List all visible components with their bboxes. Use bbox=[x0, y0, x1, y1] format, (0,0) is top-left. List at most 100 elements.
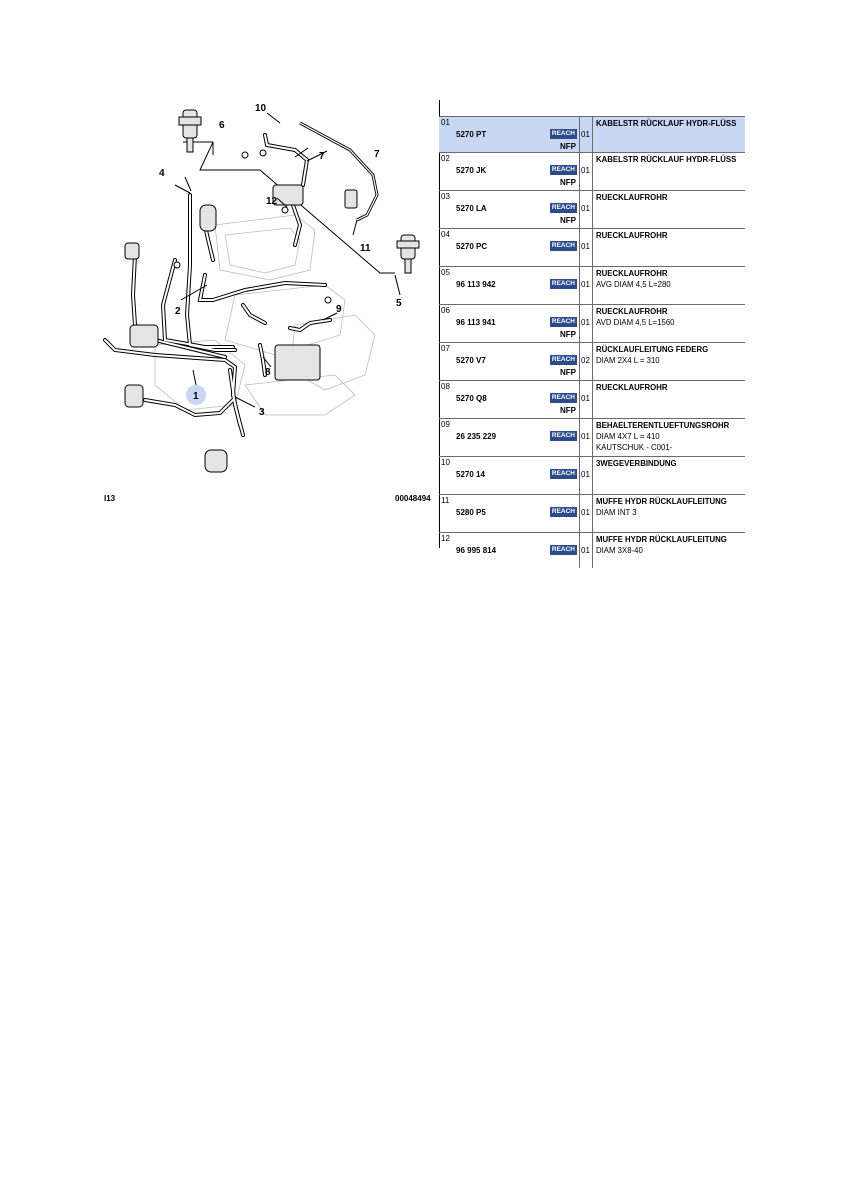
reach-badge: REACH bbox=[549, 355, 577, 365]
part-description: DIAM 2X4 L = 310 bbox=[596, 356, 660, 365]
part-title: RÜCKLAUFLEITUNG FEDERG bbox=[596, 345, 709, 354]
callout-7a: 7 bbox=[374, 149, 380, 160]
callout-12: 12 bbox=[266, 196, 278, 207]
position-cell: 09 bbox=[439, 418, 455, 457]
description-cell: KABELSTR RÜCKLAUF HYDR-FLÜSS bbox=[592, 116, 745, 153]
part-title: RUECKLAUFROHR bbox=[596, 193, 668, 202]
nfp-label: NFP bbox=[560, 216, 576, 225]
reference-cell: 26 235 229 REACH bbox=[455, 418, 580, 457]
reference-cell: 5270 14 REACH bbox=[455, 456, 580, 495]
part-description: DIAM 4X7 L = 410 bbox=[596, 432, 660, 441]
part-reference[interactable]: 96 995 814 bbox=[456, 546, 497, 555]
position-number: 06 bbox=[441, 306, 450, 315]
quantity-cell: 01 bbox=[579, 228, 593, 267]
reach-badge: REACH bbox=[549, 431, 577, 441]
callout-6: 6 bbox=[219, 120, 225, 131]
part-title: RUECKLAUFROHR bbox=[596, 269, 668, 278]
part-title: 3WEGEVERBINDUNG bbox=[596, 459, 677, 468]
quantity: 01 bbox=[581, 280, 590, 289]
quantity: 01 bbox=[581, 546, 590, 555]
nfp-label: NFP bbox=[560, 406, 576, 415]
part-title: RUECKLAUFROHR bbox=[596, 231, 668, 240]
reach-badge: REACH bbox=[549, 393, 577, 403]
part-description: DIAM INT 3 bbox=[596, 508, 637, 517]
table-row[interactable]: 05 96 113 942 REACH 01 RUECKLAUFROHR AVG DIAM… bbox=[439, 266, 745, 305]
part-title: RUECKLAUFROHR bbox=[596, 383, 668, 392]
reference-cell: 5270 Q8 REACH NFP bbox=[455, 380, 580, 419]
part-reference[interactable]: 26 235 229 bbox=[456, 432, 497, 441]
part-description: KAUTSCHUK - C001- bbox=[596, 443, 673, 452]
description-cell: RUECKLAUFROHR bbox=[592, 380, 745, 419]
reach-badge: REACH bbox=[549, 203, 577, 213]
part-title: KABELSTR RÜCKLAUF HYDR-FLÜSS bbox=[596, 119, 737, 128]
position-cell: 12 bbox=[439, 532, 455, 568]
callout-2: 2 bbox=[175, 306, 181, 317]
part-reference[interactable]: 5270 PT bbox=[456, 130, 487, 139]
part-reference[interactable]: 5270 LA bbox=[456, 204, 487, 213]
part-reference[interactable]: 5270 14 bbox=[456, 470, 485, 479]
quantity-cell: 01 bbox=[579, 304, 593, 343]
part-description: DIAM 3X8-40 bbox=[596, 546, 643, 555]
quantity-cell: 01 bbox=[579, 494, 593, 533]
part-description: AVD DIAM 4,5 L=1560 bbox=[596, 318, 675, 327]
part-description: AVG DIAM 4,5 L=280 bbox=[596, 280, 671, 289]
part-reference[interactable]: 5270 JK bbox=[456, 166, 487, 175]
callout-3: 3 bbox=[259, 407, 265, 418]
injector-icons bbox=[124, 109, 420, 473]
diagram-reference-number: 00048494 bbox=[395, 494, 431, 503]
callout-8: 8 bbox=[265, 367, 271, 378]
parts-diagram: 10 6 7 7 4 12 11 5 2 9 8 1 3 bbox=[103, 103, 420, 473]
position-number: 03 bbox=[441, 192, 450, 201]
position-cell: 04 bbox=[439, 228, 455, 267]
callout-9: 9 bbox=[336, 304, 342, 315]
part-reference[interactable]: 5270 PC bbox=[456, 242, 488, 251]
reach-badge: REACH bbox=[549, 165, 577, 175]
position-number: 05 bbox=[441, 268, 450, 277]
part-reference[interactable]: 5280 P5 bbox=[456, 508, 486, 517]
description-cell: 3WEGEVERBINDUNG bbox=[592, 456, 745, 495]
quantity: 01 bbox=[581, 130, 590, 139]
quantity-cell: 01 bbox=[579, 190, 593, 229]
position-number: 04 bbox=[441, 230, 450, 239]
reference-cell: 5270 LA REACH NFP bbox=[455, 190, 580, 229]
description-cell: RÜCKLAUFLEITUNG FEDERG DIAM 2X4 L = 310 bbox=[592, 342, 745, 381]
part-reference[interactable]: 96 113 941 bbox=[456, 318, 496, 327]
quantity: 01 bbox=[581, 470, 590, 479]
quantity-cell: 01 bbox=[579, 116, 593, 153]
nfp-label: NFP bbox=[560, 330, 576, 339]
part-reference[interactable]: 5270 Q8 bbox=[456, 394, 487, 403]
reach-badge: REACH bbox=[549, 469, 577, 479]
position-number: 11 bbox=[441, 496, 450, 505]
reach-badge: REACH bbox=[549, 129, 577, 139]
quantity: 01 bbox=[581, 166, 590, 175]
part-reference[interactable]: 5270 V7 bbox=[456, 356, 486, 365]
part-reference[interactable]: 96 113 942 bbox=[456, 280, 496, 289]
part-title: MUFFE HYDR RÜCKLAUFLEITUNG bbox=[596, 497, 727, 506]
diagram-footer-left: I13 bbox=[104, 494, 116, 503]
reach-badge: REACH bbox=[549, 545, 577, 555]
quantity: 01 bbox=[581, 318, 590, 327]
position-cell: 01 bbox=[439, 116, 455, 153]
description-cell: RUECKLAUFROHR AVG DIAM 4,5 L=280 bbox=[592, 266, 745, 305]
reach-badge: REACH bbox=[549, 279, 577, 289]
position-cell: 07 bbox=[439, 342, 455, 381]
description-cell: RUECKLAUFROHR bbox=[592, 228, 745, 267]
description-cell: KABELSTR RÜCKLAUF HYDR-FLÜSS bbox=[592, 152, 745, 191]
position-cell: 08 bbox=[439, 380, 455, 419]
